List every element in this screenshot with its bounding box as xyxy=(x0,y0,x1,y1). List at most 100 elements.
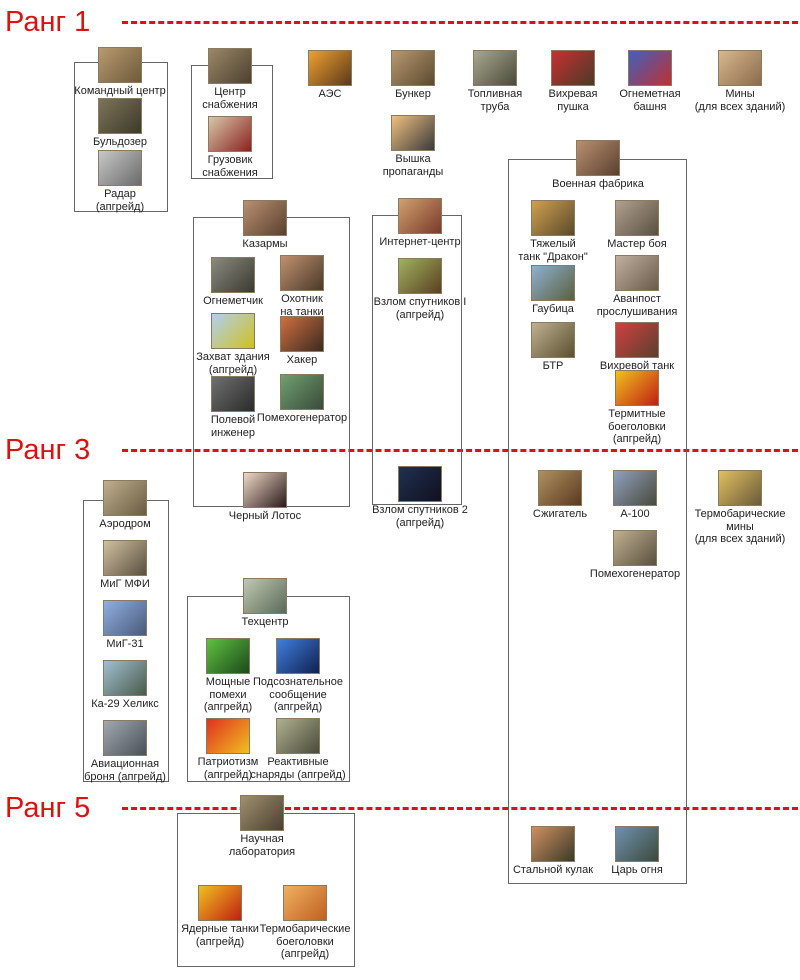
king-of-fire-icon[interactable] xyxy=(615,826,659,862)
hacker-icon[interactable] xyxy=(280,316,324,352)
strong-jamming-icon[interactable] xyxy=(206,638,250,674)
tech-item-steel-fist[interactable]: Стальной кулак xyxy=(498,826,608,877)
mig31-icon[interactable] xyxy=(103,600,147,636)
thermobaric-mines-icon[interactable] xyxy=(718,470,762,506)
tech-item-sat-hack2[interactable]: Взлом спутников 2(апгрейд) xyxy=(365,466,475,529)
mines-icon[interactable] xyxy=(718,50,762,86)
tech-item-inferno[interactable]: Сжигатель xyxy=(505,470,615,521)
tech-center-icon[interactable] xyxy=(243,578,287,614)
subliminal-icon[interactable] xyxy=(276,638,320,674)
tech-item-mig-mfi[interactable]: МиГ МФИ xyxy=(70,540,180,591)
tech-item-capture-building[interactable]: Захват здания(апгрейд) xyxy=(178,313,288,376)
radar-icon[interactable] xyxy=(98,150,142,186)
listening-outpost-icon[interactable] xyxy=(615,255,659,291)
aircraft-armor-icon[interactable] xyxy=(103,720,147,756)
tech-item-tech-center[interactable]: Техцентр xyxy=(210,578,320,629)
tech-item-hacker[interactable]: Хакер xyxy=(247,316,357,367)
command-center-icon[interactable] xyxy=(98,47,142,83)
tech-item-battlemaster[interactable]: Мастер боя xyxy=(582,200,692,251)
tech-item-jammer[interactable]: Помехогенератор xyxy=(247,374,357,425)
tech-item-radar[interactable]: Радар(апгрейд) xyxy=(65,150,175,213)
tech-item-ecm-tank[interactable]: Помехогенератор xyxy=(580,530,690,581)
flamethrower-icon[interactable] xyxy=(211,257,255,293)
tech-item-troop-crawler[interactable]: БТР xyxy=(498,322,608,373)
black-lotus-icon[interactable] xyxy=(243,472,287,508)
tech-item-bulldozer[interactable]: Бульдозер xyxy=(65,98,175,149)
dragon-tank-icon[interactable] xyxy=(531,200,575,236)
internet-center-icon[interactable] xyxy=(398,198,442,234)
tech-item-howitzer[interactable]: Гаубица xyxy=(498,265,608,316)
tech-item-nuclear-plant[interactable]: АЭС xyxy=(275,50,385,101)
tech-item-command-center[interactable]: Командный центр xyxy=(65,47,175,98)
tech-item-war-factory[interactable]: Военная фабрика xyxy=(543,140,653,191)
flame-tower-icon[interactable] xyxy=(628,50,672,86)
airfield-icon[interactable] xyxy=(103,480,147,516)
mig-mfi-icon[interactable] xyxy=(103,540,147,576)
tech-item-bunker[interactable]: Бункер xyxy=(358,50,468,101)
field-engineer-icon[interactable] xyxy=(211,376,255,412)
gattling-tank-icon[interactable] xyxy=(615,322,659,358)
nuclear-tanks-icon[interactable] xyxy=(198,885,242,921)
howitzer-icon[interactable] xyxy=(531,265,575,301)
tech-item-black-lotus[interactable]: Черный Лотос xyxy=(210,472,320,523)
bunker-icon[interactable] xyxy=(391,50,435,86)
war-factory-icon[interactable] xyxy=(576,140,620,176)
thermobaric-warheads-icon[interactable] xyxy=(283,885,327,921)
tech-item-king-of-fire[interactable]: Царь огня xyxy=(582,826,692,877)
tech-item-airfield[interactable]: Аэродром xyxy=(70,480,180,531)
supply-truck-icon[interactable] xyxy=(208,116,252,152)
troop-crawler-icon[interactable] xyxy=(531,322,575,358)
tank-hunter-icon[interactable] xyxy=(280,255,324,291)
bulldozer-icon[interactable] xyxy=(98,98,142,134)
tech-item-thermobaric-mines[interactable]: Термобарические мины(для всех зданий) xyxy=(685,470,795,546)
tech-item-science-lab[interactable]: Научная лаборатория xyxy=(207,795,317,858)
sat-hack1-icon[interactable] xyxy=(398,258,442,294)
tech-item-patriotism[interactable]: Патриотизм(апгрейд) xyxy=(173,718,283,781)
thermite-warheads-icon[interactable] xyxy=(615,370,659,406)
tech-item-internet-center[interactable]: Интернет-центр xyxy=(365,198,475,249)
ecm-tank-icon[interactable] xyxy=(613,530,657,566)
nuclear-plant-icon[interactable] xyxy=(308,50,352,86)
inferno-icon[interactable] xyxy=(538,470,582,506)
supply-center-icon[interactable] xyxy=(208,48,252,84)
tech-item-ka29[interactable]: Ка-29 Хеликс xyxy=(70,660,180,711)
sat-hack2-icon[interactable] xyxy=(398,466,442,502)
tech-item-gattling-tank[interactable]: Вихревой танк xyxy=(582,322,692,373)
battlemaster-icon[interactable] xyxy=(615,200,659,236)
barracks-icon[interactable] xyxy=(243,200,287,236)
tech-item-a100[interactable]: А-100 xyxy=(580,470,690,521)
rocket-shells-icon[interactable] xyxy=(276,718,320,754)
tech-item-barracks[interactable]: Казармы xyxy=(210,200,320,251)
steel-fist-icon[interactable] xyxy=(531,826,575,862)
tech-item-nuclear-tanks[interactable]: Ядерные танки(апгрейд) xyxy=(165,885,275,948)
tech-item-mig31[interactable]: МиГ-31 xyxy=(70,600,180,651)
jammer-icon[interactable] xyxy=(280,374,324,410)
patriotism-icon[interactable] xyxy=(206,718,250,754)
tech-item-flamethrower[interactable]: Огнеметчик xyxy=(178,257,288,308)
ka29-icon[interactable] xyxy=(103,660,147,696)
tech-item-sat-hack1[interactable]: Взлом спутников I(апгрейд) xyxy=(365,258,475,321)
fuel-pipe-icon[interactable] xyxy=(473,50,517,86)
capture-building-icon[interactable] xyxy=(211,313,255,349)
gattling-cannon-icon[interactable] xyxy=(551,50,595,86)
tech-item-mines[interactable]: Мины(для всех зданий) xyxy=(685,50,795,113)
science-lab-icon[interactable] xyxy=(240,795,284,831)
a100-icon[interactable] xyxy=(613,470,657,506)
propaganda-tower-icon[interactable] xyxy=(391,115,435,151)
